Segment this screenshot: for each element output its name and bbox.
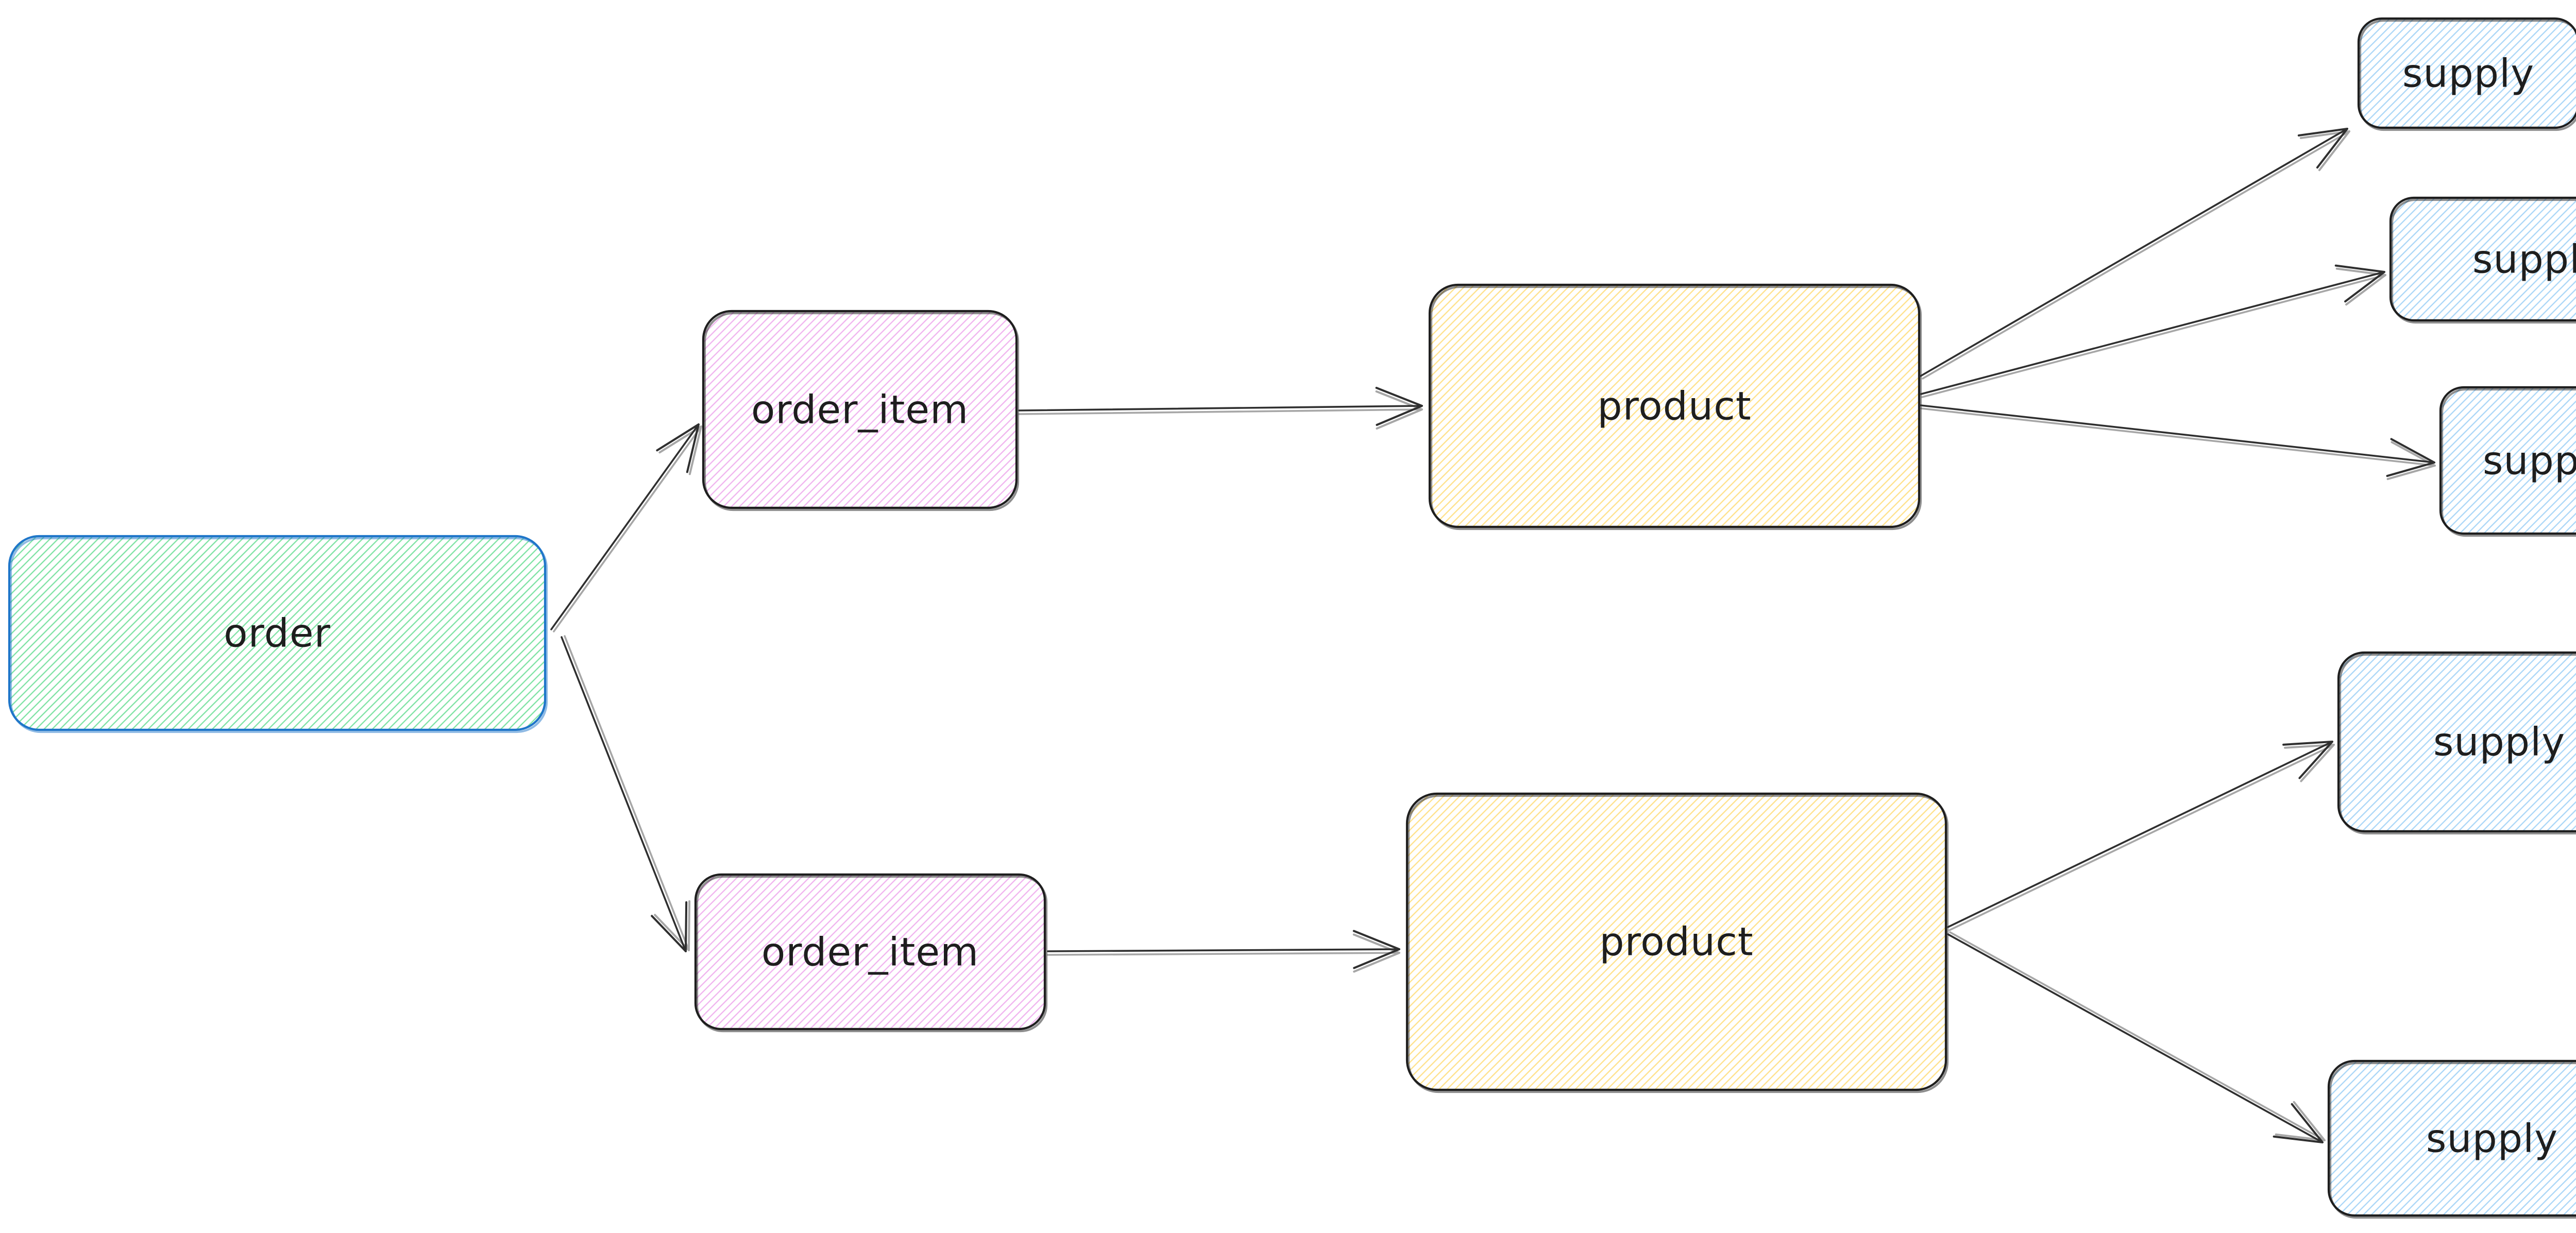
edge-order-item-2-to-product-2 xyxy=(1047,930,1400,969)
edge-order-item-1-to-product-1-line[interactable] xyxy=(1018,387,1423,426)
node-supply-5-shape[interactable] xyxy=(2327,1059,2576,1217)
edge-product-2-to-supply-5 xyxy=(1947,932,2325,1143)
edge-product-1-to-supply-2-line[interactable] xyxy=(1920,264,2385,395)
node-order-item-2-label: order_item xyxy=(761,929,979,975)
node-product-2-fill xyxy=(1407,794,1946,1090)
edge-product-2-to-supply-5-line[interactable] xyxy=(1947,933,2324,1143)
node-supply-5: supply xyxy=(2327,1059,2576,1218)
node-order-item-1-label: order_item xyxy=(751,387,969,433)
edge-order-to-order-item-2-line[interactable] xyxy=(561,636,688,952)
node-order-fill xyxy=(9,536,545,730)
node-product-2: product xyxy=(1405,792,1947,1092)
node-supply-4-label: supply xyxy=(2433,719,2565,765)
edge-product-1-to-supply-3 xyxy=(1920,404,2435,477)
node-product-2-shape[interactable] xyxy=(1405,792,1947,1091)
node-order-item-1: order_item xyxy=(702,310,1018,510)
node-product-1: product xyxy=(1428,283,1921,529)
edge-product-1-to-supply-2 xyxy=(1920,264,2385,397)
node-supply-1: supply xyxy=(2357,17,2576,130)
node-order-item-2: order_item xyxy=(694,873,1046,1031)
node-supply-3: supply xyxy=(2439,386,2576,536)
node-order-shape[interactable] xyxy=(8,535,547,731)
node-order-label: order xyxy=(224,610,331,656)
edge-product-2-to-supply-4-line[interactable] xyxy=(1947,741,2333,928)
node-product-1-fill xyxy=(1430,285,1919,527)
node-supply-2: supply xyxy=(2389,196,2576,322)
node-supply-4-fill xyxy=(2338,653,2576,831)
node-order-item-2-fill xyxy=(696,875,1045,1029)
edge-order-to-order-item-1-line[interactable] xyxy=(550,423,700,630)
node-supply-5-label: supply xyxy=(2426,1116,2558,1161)
node-supply-3-shape[interactable] xyxy=(2439,386,2576,535)
node-supply-3-fill xyxy=(2441,387,2576,534)
node-supply-2-fill xyxy=(2391,198,2576,320)
node-product-1-shape[interactable] xyxy=(1428,283,1921,528)
edge-product-1-to-supply-1 xyxy=(1920,128,2349,379)
node-supply-1-shape[interactable] xyxy=(2357,17,2576,129)
edge-product-1-to-supply-1-line[interactable] xyxy=(1920,128,2348,377)
node-supply-5-fill xyxy=(2329,1061,2576,1215)
node-supply-4: supply xyxy=(2337,651,2576,833)
node-order: order xyxy=(8,535,547,732)
node-order-item-1-fill xyxy=(703,311,1016,508)
edge-order-item-2-to-product-2-line[interactable] xyxy=(1047,930,1400,969)
node-product-1-label: product xyxy=(1597,383,1751,429)
node-supply-1-fill xyxy=(2359,19,2576,128)
edge-product-1-to-supply-3-line[interactable] xyxy=(1920,404,2435,477)
node-product-2-label: product xyxy=(1599,919,1753,965)
node-supply-4-shape[interactable] xyxy=(2337,651,2576,833)
node-order-item-1-shape[interactable] xyxy=(702,310,1018,509)
edge-order-item-1-to-product-1 xyxy=(1018,387,1423,426)
node-supply-2-label: supply xyxy=(2472,236,2576,282)
edge-order-to-order-item-2 xyxy=(561,636,689,952)
edge-product-2-to-supply-4 xyxy=(1947,741,2334,930)
node-supply-2-shape[interactable] xyxy=(2389,196,2576,322)
edge-order-to-order-item-1 xyxy=(550,423,701,631)
node-order-item-2-shape[interactable] xyxy=(694,873,1046,1031)
node-supply-1-label: supply xyxy=(2402,50,2534,96)
node-supply-3-label: supply xyxy=(2483,438,2576,484)
